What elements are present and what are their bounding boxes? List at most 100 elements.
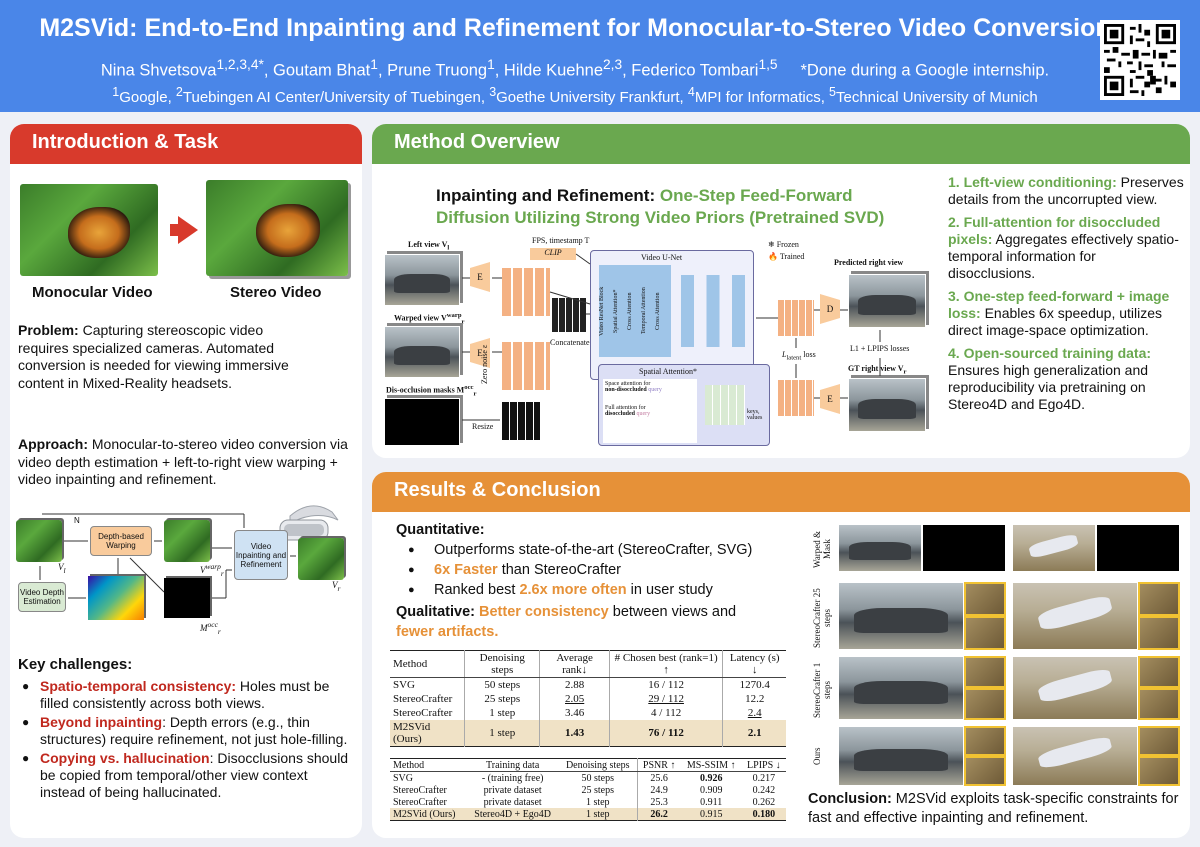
table-header: Denoising steps [558,758,638,772]
conclusion-body: M2SVid exploits task-specific constraint… [808,791,1179,826]
warped-car-image [838,524,922,572]
pipeline-diagram: N Vl Depth-based Warping Vwarpr Video In… [14,508,354,636]
warped-view-thumb [164,520,210,562]
disocc-sub: r [473,390,477,398]
list-item: Spatio-temporal consistency: Holes must … [22,678,354,712]
zoom-inset [1138,756,1180,786]
predicted-label: Predicted right view [834,258,904,267]
arrow-right-icon [178,216,198,244]
stereo-video-image [206,180,348,276]
table-cell: 50 steps [464,677,540,692]
car-figure [393,346,451,365]
table-cell: 4 / 112 [608,706,723,720]
row-label: StereoCrafter 25 steps [812,588,832,648]
latent-loss-sub: latent [786,354,802,362]
inpaint-box: Video Inpainting and Refinement [234,530,288,580]
zoom-inset [964,726,1006,756]
challenge-text: : Depth errors (e.g., thin structures) r… [40,714,348,747]
disocc-text: Dis-occlusion masks M [386,385,465,395]
unet-decoder-blocks [681,275,745,347]
vr-warp-sup: warp [205,562,221,571]
contribution-title: 4. Open-sourced training data: [948,345,1152,361]
table-cell: SVG [393,772,414,784]
table-header: Latency (s) ↓ [722,650,786,678]
list-item: 3. One-step feed-forward + image loss: E… [948,288,1184,339]
query-label: query [648,387,662,393]
row-label: StereoCrafter 1 steps [812,662,832,718]
author-name: Hilde Kuehne [503,61,603,80]
unet-box: Video U-Net Video ResNet Block Spatial A… [590,250,754,380]
problem-text: Problem: Capturing stereoscopic video re… [18,322,308,392]
vr-headset-icon [279,505,339,541]
swing-figure [1028,532,1080,559]
list-item: Ranked best 2.6x more often in user stud… [396,580,796,600]
table-cell: 26.2 [636,808,681,821]
conclusion-text: Conclusion: M2SVid exploits task-specifi… [808,790,1184,828]
spatial-attn-label: Spatial Attention* [639,367,697,376]
table-cell: private dataset [483,784,542,796]
depth-map-thumb [88,576,144,620]
car-figure [858,398,916,419]
method-figure-subtitle: Diffusion Utilizing Strong Video Priors … [436,208,885,227]
predicted-view-image [848,274,926,328]
sc25-car-image [838,582,964,650]
approach-label: Approach: [18,436,88,452]
latent-grid [502,342,550,390]
table-cell: StereoCrafter [393,796,447,808]
zoom-inset [964,616,1006,650]
warped-view-sub: r [461,318,465,326]
zoom-inset [964,688,1006,720]
car-figure [853,749,949,772]
list-item: 6x Faster than StereoCrafter [396,560,796,580]
bullet-pre: Ranked best [434,582,520,598]
author-name: Nina Shvetsova [100,61,217,80]
table-cell: private dataset [483,796,542,808]
affil-name: Google [119,89,168,106]
car-figure [858,294,916,315]
butterfly-figure [68,207,131,258]
table-header: Method [390,650,465,678]
space-attn-label: Space attention for [605,381,651,387]
clip-box: CLIP [530,248,576,260]
internship-note: *Done during a Google internship. [800,61,1050,80]
gt-text: GT right view V [848,364,904,373]
qr-code[interactable] [1100,20,1180,100]
author-affil: 1 [487,57,495,72]
approach-text: Approach: Monocular-to-stereo video conv… [18,436,354,489]
table-header: Average rank↓ [539,650,610,678]
table-cell: 0.926 [699,772,723,784]
output-view-thumb [298,538,344,580]
table-row: StereoCrafter private dataset 1 step 25.… [390,796,786,808]
swing-figure [1036,735,1114,772]
vr-label: Vr [332,580,340,593]
qualitative-text: Qualitative: Better consistency between … [396,602,796,642]
left-view-thumb [16,520,62,562]
affil-name: Goethe University Frankfurt [496,89,680,106]
vr-sub: r [337,583,341,593]
qual-highlight: fewer artifacts. [396,624,499,640]
author-name: Federico Tombari [631,61,759,80]
stereo-caption: Stereo Video [230,284,322,301]
diagram-arrows [39,513,296,599]
left-view-text: Left view V [408,240,448,249]
table-cell: 2.4 [722,706,786,720]
latent-loss-rest: loss [801,350,816,359]
qual-mid: between views and [608,604,737,620]
list-item: 4. Open-sourced training data: Ensures h… [948,345,1184,413]
gt-sub: r [903,368,907,376]
conclusion-label: Conclusion: [808,791,892,807]
approach-body: Monocular-to-stereo video conversion via… [18,436,348,487]
qualitative-grid: Warped & Mask StereoCrafter 25 steps Ste… [812,520,1184,786]
challenge-title: Spatio-temporal consistency: [40,678,237,694]
table-cell: M2SVid (Ours) [390,720,465,747]
row-label: Warped & Mask [812,530,832,568]
disocc-label: Dis-occlusion masks Moccr [386,384,476,397]
car-figure [848,542,912,560]
warped-view-sup: warp [446,312,462,319]
car-figure [853,608,949,634]
author-affil: 1,5 [758,57,778,72]
table-cell: SVG [393,679,416,691]
method-figure: Left view Vl Warped view Vwarpr Dis-occl… [380,234,940,452]
